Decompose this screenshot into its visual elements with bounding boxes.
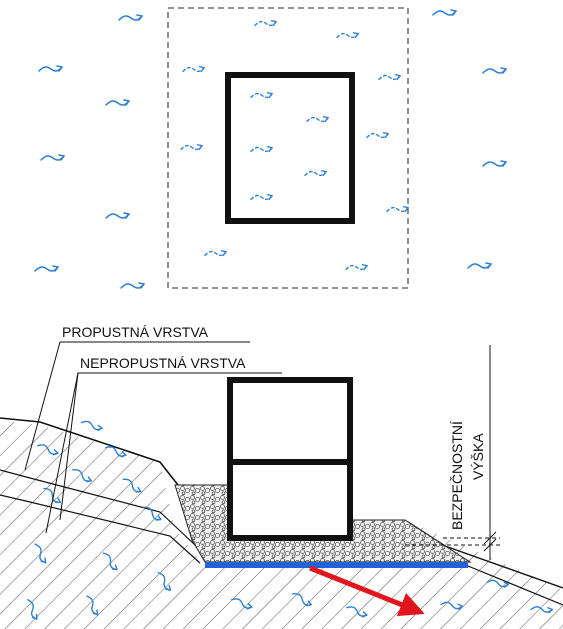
permeable-layer-hatch — [0, 420, 175, 530]
section-view: PROPUSTNÁ VRSTVA NEPROPUSTNÁ VRSTVA BEZP… — [0, 324, 563, 629]
drainage-arrow-icon — [309, 565, 425, 617]
flow-arrow-icon — [250, 92, 273, 99]
flow-arrow-icon — [378, 74, 401, 81]
building-plan-outline — [225, 72, 355, 224]
flow-arrow-icon — [306, 116, 329, 123]
layer-boundary-line-lower — [0, 494, 201, 564]
flow-arrow-icon — [304, 170, 327, 177]
flow-arrow-icon — [40, 154, 65, 161]
safety-height-label-line1: BEZPEČNOSTNÍ — [449, 421, 465, 530]
plan-view — [34, 7, 507, 289]
flow-arrow-icon — [105, 212, 130, 219]
flow-arrow-icon — [432, 9, 457, 16]
safety-height-dimension: BEZPEČNOSTNÍ VÝŠKA — [405, 345, 500, 560]
permeable-layer-label: PROPUSTNÁ VRSTVA — [62, 324, 209, 340]
drainage-layer — [205, 562, 468, 568]
flow-arrow-icon — [336, 32, 359, 39]
dimension-tick — [483, 531, 497, 545]
building-section-lower-floor — [227, 459, 353, 541]
flow-arrow-icon — [482, 160, 507, 167]
flow-arrow-icon — [105, 99, 130, 106]
flow-arrow-icon — [34, 265, 59, 272]
flow-arrow-icon — [118, 14, 143, 21]
protected-zone-dashed-outline — [167, 7, 409, 289]
flow-arrows-plan — [34, 9, 507, 289]
flow-arrow-icon — [467, 262, 492, 269]
terrain-surface-line — [0, 417, 179, 486]
flow-arrow-icon — [204, 250, 227, 257]
flow-arrow-icon — [254, 20, 277, 27]
flow-arrow-icon — [182, 66, 205, 73]
flow-arrow-icon — [180, 144, 203, 151]
flow-arrow-icon — [366, 132, 389, 139]
flow-arrow-icon — [120, 282, 145, 289]
downhill-permeable-layer-hatch — [410, 522, 563, 610]
flow-arrow-icon — [250, 194, 273, 201]
dimension-tick — [483, 538, 497, 552]
downhill-boundary-line — [467, 565, 563, 606]
flow-arrow-icon — [250, 146, 273, 153]
permeable-layer-leader — [24, 341, 250, 471]
building-section-upper-floor — [227, 377, 353, 465]
flow-arrow-icon — [345, 264, 368, 271]
flow-arrow-icon — [482, 67, 507, 74]
flow-arrow-icon — [386, 206, 409, 213]
impermeable-layer-leader-branch — [45, 372, 79, 534]
safety-height-label-line2: VÝŠKA — [470, 433, 486, 480]
flow-arrow-icon — [38, 65, 63, 72]
layer-boundary-line — [0, 469, 196, 546]
impermeable-layer-label: NEPROPUSTNÁ VRSTVA — [80, 355, 246, 371]
flow-arrow-icon — [80, 417, 104, 433]
